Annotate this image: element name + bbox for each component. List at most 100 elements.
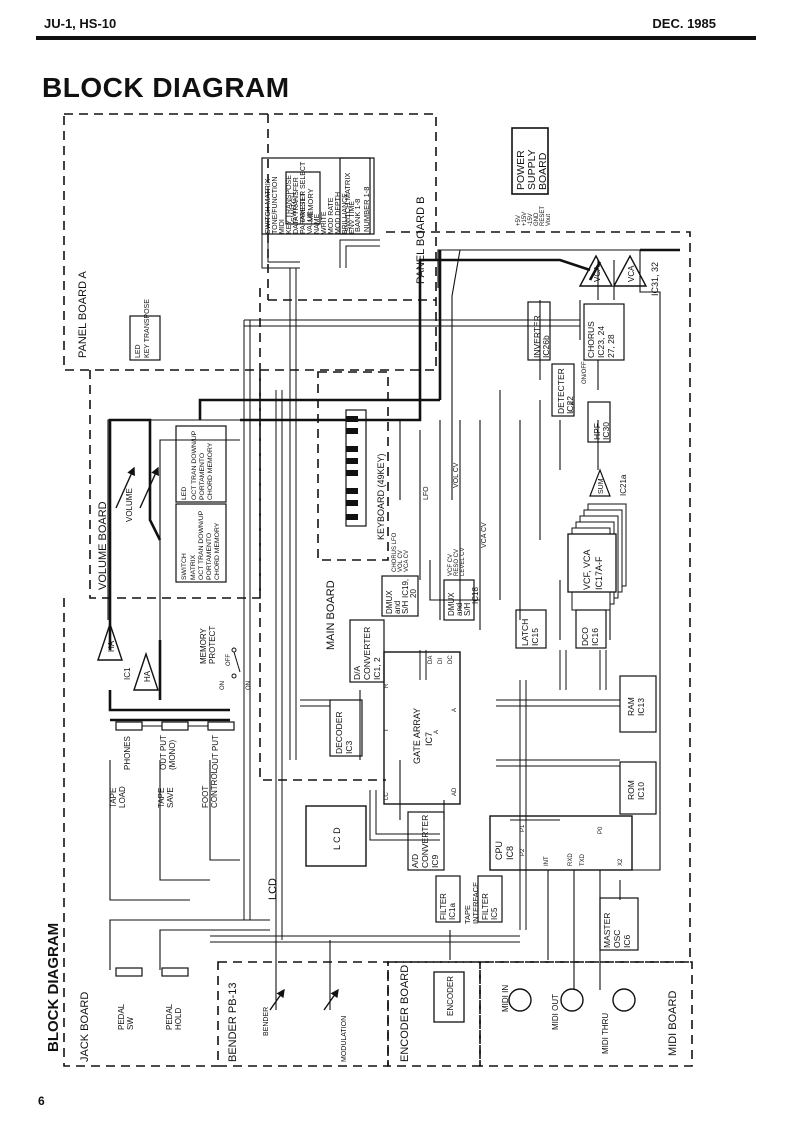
filter1-line-1: IC1a [448, 903, 457, 920]
dmux2-out-1: RESO CV [454, 549, 460, 576]
encoder-outline [387, 961, 481, 1067]
filter2-line-1: IC5 [490, 907, 499, 920]
dco-box [575, 609, 607, 649]
inverter-line-0: INVERTER [532, 315, 542, 358]
switch-preset-box [285, 171, 321, 225]
ad-converter: A/D CONVERTER IC9 [407, 811, 445, 871]
keyboard-keys-outline [345, 409, 367, 527]
tape-load-line-1: LOAD [118, 786, 127, 808]
mem-protect-line-0: MEMORY [199, 627, 208, 664]
switch-matrix-a-line-3: KEY TRANSPOSE [286, 175, 293, 234]
da-pin-di: DI [438, 658, 444, 664]
main-board-outline [386, 231, 691, 963]
dmux-blocks: DMUX and S/H IC19, 20 CHORUS LFO VOL CV … [381, 532, 480, 621]
jack-phones-label: PHONES [123, 736, 132, 770]
ad-line-1: CONVERTER [420, 815, 430, 868]
ad-line-2: IC9 [430, 855, 440, 869]
gate-array: GATE ARRAY IC7 DA DI DC R T A A LC AD [383, 651, 461, 805]
da-converter: D/A CONVERTER IC1, 2 [349, 619, 385, 683]
vca2-label: VCA [627, 265, 636, 282]
ha2-shape [133, 651, 159, 691]
latch-line-0: LATCH [520, 619, 530, 646]
rom-line-0: ROM [626, 780, 636, 800]
midi-out-connector [560, 988, 584, 1012]
dmux1-line-3: IC19, [401, 579, 410, 598]
jack-out-mono-shape [161, 721, 189, 731]
gate-pin-t: T [384, 728, 390, 732]
volume-board-outline [89, 370, 261, 599]
ram-line-0: RAM [626, 697, 636, 716]
memory-protect: MEMORY PROTECT OFF ON ON [199, 626, 252, 690]
cpu-pin-p2: P2 [520, 848, 526, 856]
master-osc: MASTER OSC IC6 [599, 897, 639, 951]
detecter-line-1: IC22 [565, 396, 575, 414]
jacks: PHONES OUT PUT (MONO) OUT PUT TAPE LOAD … [79, 721, 235, 1062]
midi-thru-connector [612, 988, 636, 1012]
ic31-label: IC31, 32 [650, 262, 660, 296]
power-line-0: POWER [515, 150, 527, 190]
dmux1-line-4: 20 [409, 589, 418, 598]
foot-line-1: CONTROL [210, 768, 219, 808]
decoder-line-1: IC3 [344, 741, 354, 755]
rail-3: GND [534, 212, 540, 226]
ram-box [619, 675, 657, 733]
cpu-line-0: CPU [494, 841, 504, 860]
mem-on1-label: ON [220, 681, 226, 690]
tape-save-line-1: SAVE [166, 787, 175, 808]
switch-vol-box [175, 503, 227, 583]
volume-board: LED OCT TRAN DOWN/UP PORTAMENTO CHORD ME… [97, 425, 227, 590]
encoder-label: ENCODER [446, 976, 455, 1016]
keyboard-label: KEYBOARD (49KEY) [376, 453, 386, 540]
header-rule [36, 36, 756, 40]
midi-board-outline [479, 961, 693, 1067]
side-title: BLOCK DIAGRAM [45, 923, 62, 1052]
tape-interface: FILTER IC1a TAPE INTERFACE FILTER IC5 [435, 875, 503, 924]
gate-pin-lc: LC [384, 792, 390, 800]
ad-box [407, 811, 445, 871]
switch-vol-line-4: CHORD MEMORY [214, 522, 221, 580]
dmux1-out-0: CHORUS LFO [392, 532, 398, 572]
cv-labels: LFO VOL CV VCA CV [423, 462, 488, 548]
master-osc-line-1: OSC [612, 930, 622, 948]
power-supply-box [511, 127, 549, 195]
led-vol-box [175, 425, 227, 503]
dmux2-line-2: S/H [463, 602, 472, 616]
dmux1-box [381, 575, 419, 617]
main-board-label: MAIN BOARD [325, 580, 337, 650]
lcd-board-label: LCD [267, 878, 279, 900]
dmux2-line-3: IC18 [471, 587, 480, 604]
power-supply-board: POWER SUPPLY BOARD +5V +15V -15V GND RES… [511, 127, 552, 226]
tape-load-line-0: TAPE [109, 788, 118, 808]
vca1-shape [578, 254, 614, 287]
lcd-outline [259, 288, 386, 781]
ram-line-1: IC13 [636, 698, 646, 716]
jack-phones-shape [115, 721, 143, 731]
midi-in-label: MIDI IN [501, 985, 510, 1012]
gate-pin-a1: A [452, 708, 458, 712]
rail-5: Vout [546, 214, 552, 226]
inverter-line-1: IC26b [541, 335, 551, 358]
filter1-line-0: FILTER [439, 893, 448, 920]
header-right: DEC. 1985 [652, 16, 716, 31]
rail-0: +5V [516, 215, 522, 226]
page-number: 6 [38, 1094, 45, 1108]
switch-vol-line-1: MATRIX [190, 554, 197, 580]
sum-label: SUM [598, 478, 605, 494]
hpf-line-0: HPF [592, 423, 602, 440]
dmux1-line-1: and [393, 601, 402, 614]
switch-vol-line-3: PORTAMENTO [206, 533, 213, 580]
led-vol-line-0: LED [181, 487, 188, 500]
ic1-label: IC1 [123, 667, 132, 680]
power-line-2: BOARD [537, 152, 549, 190]
dmux1-out-1: VOL CV [398, 550, 404, 572]
mem-protect-line-1: PROTECT [208, 626, 217, 664]
switch-matrix-a-line-6: VALUE [307, 211, 314, 234]
keyboard: KEYBOARD (49KEY) [345, 409, 386, 540]
vca2-shape [612, 254, 648, 287]
board-outlines [63, 113, 693, 1067]
gate-pin-r: R [384, 683, 390, 688]
power-line-1: SUPPLY [526, 149, 538, 190]
sum-shape [589, 468, 611, 497]
filter1-box [435, 875, 461, 923]
jack-out-put-label: OUT PUT [211, 735, 220, 770]
